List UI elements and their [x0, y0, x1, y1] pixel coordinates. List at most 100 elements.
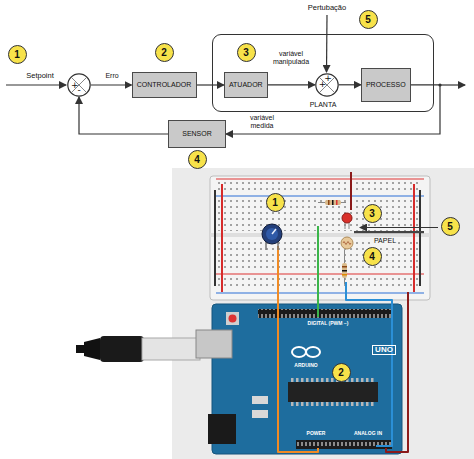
disturbance-arrow — [326, 15, 328, 72]
process-box: PROCESSO — [361, 68, 411, 102]
resistor — [342, 270, 347, 272]
resistor — [342, 274, 347, 276]
box-label: PROCESSO — [366, 81, 406, 89]
breadboard — [218, 182, 422, 194]
arduino-board — [226, 312, 239, 325]
usb-cable — [100, 336, 144, 362]
box-label: SENSOR — [182, 130, 212, 138]
callout-number: 1 — [266, 193, 285, 212]
resistor — [318, 200, 346, 205]
edge-label: variável manipulada — [268, 50, 314, 65]
canvas-background — [172, 168, 474, 459]
wire — [386, 292, 408, 452]
potentiometer — [262, 224, 282, 244]
led — [342, 213, 352, 229]
disturbance-arrow — [360, 227, 438, 228]
box-label: CONTROLADOR — [137, 81, 191, 89]
arduino-board — [288, 382, 378, 402]
signal-arrow — [91, 84, 132, 85]
setpoint-arrow — [6, 85, 66, 86]
wire — [419, 190, 421, 286]
sensor-box: SENSOR — [168, 120, 226, 148]
callout-number: 1 — [8, 45, 27, 64]
signal-arrow — [197, 84, 224, 85]
arduino-board — [296, 440, 392, 449]
breadboard — [210, 176, 430, 300]
text-label: Pertubação — [308, 4, 346, 12]
callout-number: 4 — [363, 247, 382, 266]
board-marking: ANALOG IN — [354, 431, 382, 437]
resistor — [325, 200, 341, 205]
disturbance-arrow — [326, 15, 328, 72]
sign-label: - — [78, 86, 81, 95]
arduino-board — [196, 304, 402, 454]
sign-label: + — [324, 74, 332, 83]
breadboard — [218, 277, 422, 289]
arduino-board — [306, 347, 320, 357]
wire — [214, 190, 216, 286]
text-label: PAPEL — [373, 237, 397, 245]
callout-number: 5 — [441, 217, 460, 236]
paper-sheet — [354, 231, 424, 233]
group-heading: PLANTA — [213, 101, 433, 109]
potentiometer — [266, 228, 278, 240]
callout-number: 3 — [363, 204, 382, 223]
arduino-board — [290, 402, 376, 406]
setpoint-arrow — [6, 84, 66, 85]
resistor — [342, 266, 347, 268]
breadboard — [216, 293, 424, 294]
arduino-board — [252, 410, 268, 418]
potentiometer — [272, 229, 276, 234]
canvas-background — [172, 168, 474, 459]
sign-label: + — [71, 81, 79, 90]
signal-arrow — [79, 97, 168, 134]
wire — [346, 282, 392, 446]
wire — [413, 184, 415, 292]
resistor — [328, 200, 330, 205]
arduino-board — [196, 330, 232, 358]
callout-number: 3 — [237, 43, 256, 62]
callout-number: 4 — [188, 150, 207, 169]
led — [342, 213, 352, 223]
wire — [278, 246, 318, 452]
breadboard — [216, 179, 424, 180]
resistor — [342, 263, 347, 278]
signal-arrow — [268, 84, 315, 85]
output-arrow — [438, 83, 465, 86]
signal-arrow — [339, 84, 361, 85]
arduino-board — [290, 378, 376, 382]
arduino-board — [292, 347, 306, 357]
summing-junction: ++ — [315, 73, 339, 97]
junction-circle — [68, 74, 90, 96]
breadboard — [216, 196, 424, 197]
board-marking: ARDUINO — [294, 363, 317, 369]
ldr-sensor — [341, 237, 353, 249]
arduino-board — [252, 396, 268, 404]
resistor — [336, 200, 338, 205]
wire — [350, 172, 352, 210]
board-marking: POWER — [307, 431, 326, 437]
controller-box: CONTROLADOR — [132, 72, 197, 98]
arduino-board — [212, 304, 402, 454]
board-marking: UNO — [372, 345, 396, 356]
edge-label: Erro — [92, 72, 132, 80]
potentiometer — [262, 224, 282, 250]
resistor — [332, 200, 334, 205]
box-label: ATUADOR — [229, 81, 263, 89]
arduino-board — [208, 414, 236, 444]
arduino-board — [296, 440, 392, 449]
actuator-box: ATUADOR — [224, 72, 268, 98]
ldr-sensor — [341, 237, 353, 249]
resistor — [342, 250, 347, 284]
usb-cable — [142, 338, 200, 360]
callout-number: 2 — [332, 363, 351, 382]
usb-cable — [84, 338, 100, 360]
wire — [215, 172, 420, 452]
disturbance-arrow — [360, 227, 438, 228]
junction-circle — [316, 74, 338, 96]
wire — [221, 184, 223, 292]
text-label: Setpoint — [26, 72, 54, 80]
breadboard — [210, 176, 430, 300]
usb-cable — [76, 336, 200, 362]
